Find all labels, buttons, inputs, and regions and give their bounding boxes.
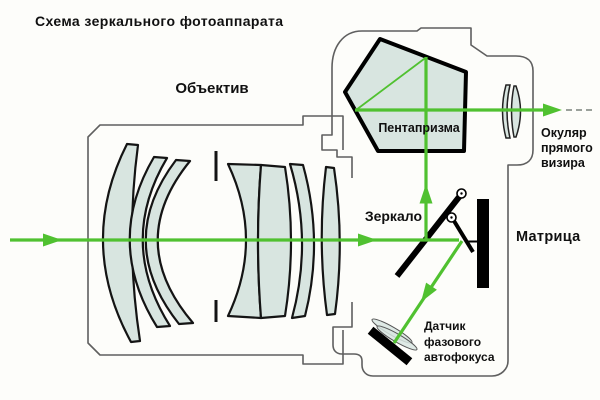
beam-arrow-viewfinder — [543, 103, 562, 117]
mirror-assembly — [394, 188, 475, 278]
sensor-label: Матрица — [516, 229, 581, 245]
beam-prism-diagonal — [355, 56, 427, 111]
main-mirror — [394, 190, 466, 278]
diagram-title: Схема зеркального фотоаппарата — [35, 13, 284, 29]
mirror-label: Зеркало — [364, 208, 422, 224]
af-sensor-bar — [367, 326, 413, 366]
beam-arrow-up — [419, 184, 433, 204]
mirror-pivot-mid-dot — [450, 216, 453, 219]
pentaprism-shape — [343, 37, 468, 153]
eyepiece-label: Окуляр прямого визира — [541, 126, 593, 170]
beam-arrow-axis-left — [43, 233, 62, 247]
secondary-mirror — [449, 214, 475, 254]
sensor-bar — [477, 199, 489, 288]
objective-lens-elements — [101, 142, 341, 344]
lens-element-3 — [144, 158, 195, 326]
lens-element-2 — [128, 155, 172, 329]
beam-arrow-axis-right — [358, 233, 377, 247]
objective-label: Объектив — [175, 80, 249, 97]
light-beams — [10, 56, 562, 344]
af-sensor-label: Датчик фазового автофокуса — [424, 319, 495, 364]
lens-element-front — [101, 142, 142, 344]
pentaprism-label: Пентапризма — [378, 121, 460, 135]
beam-arrow-af — [421, 282, 437, 302]
camera-body-outline — [321, 27, 534, 377]
af-sensor-assembly — [367, 318, 418, 366]
mirror-pivot-top-dot — [460, 192, 463, 195]
